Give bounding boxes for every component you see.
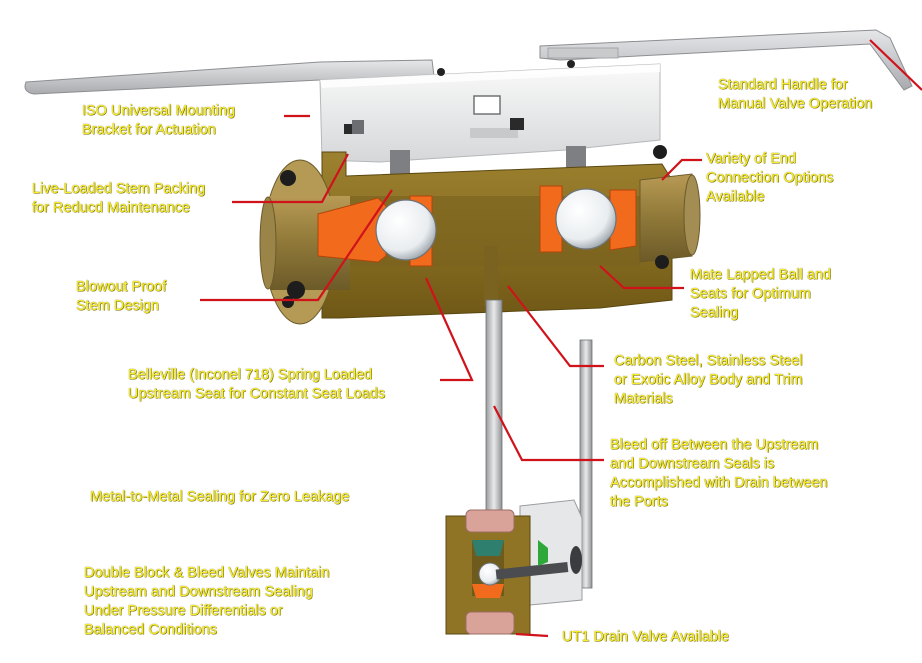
callout-double-block: Double Block & Bleed Valves Maintain Ups… bbox=[84, 564, 330, 640]
callout-line: Standard Handle for bbox=[718, 77, 848, 93]
callout-line: for Reducd Maintenance bbox=[32, 200, 190, 216]
callout-line: Sealing bbox=[690, 305, 739, 321]
callout-line: Balanced Conditions bbox=[84, 622, 218, 638]
leader-bleed-off bbox=[493, 405, 604, 462]
callout-line: Variety of End bbox=[706, 151, 797, 167]
callout-line: Bleed off Between the Upstream bbox=[610, 437, 819, 453]
callout-line: UT1 Drain Valve Available bbox=[562, 629, 730, 645]
callout-line: Double Block & Bleed Valves Maintain bbox=[84, 565, 330, 581]
callout-line: Mate Lapped Ball and bbox=[690, 267, 832, 283]
leader-blowout-stem bbox=[200, 189, 393, 302]
leader-drain-valve bbox=[515, 632, 549, 638]
callout-line: Belleville (Inconel 718) Spring Loaded bbox=[128, 367, 373, 383]
callout-line: Upstream Seat for Constant Seat Loads bbox=[128, 386, 386, 402]
callout-line: ISO Universal Mounting bbox=[82, 103, 236, 119]
callout-standard-handle: Standard Handle for Manual Valve Operati… bbox=[718, 76, 873, 114]
callout-line: Live-Loaded Stem Packing bbox=[32, 181, 206, 197]
leader-end-connection bbox=[661, 158, 702, 181]
callout-line: the Ports bbox=[610, 494, 669, 510]
callout-line: Upstream and Downstream Sealing bbox=[84, 584, 313, 600]
callout-drain-valve: UT1 Drain Valve Available bbox=[562, 628, 729, 647]
leader-standard-handle bbox=[869, 39, 922, 91]
callout-line: Accomplished with Drain between bbox=[610, 475, 828, 491]
callout-line: or Exotic Alloy Body and Trim bbox=[614, 372, 803, 388]
callout-line: Blowout Proof bbox=[76, 279, 167, 295]
callout-mate-lapped: Mate Lapped Ball and Seats for Optimum S… bbox=[690, 266, 831, 323]
leader-body-materials bbox=[507, 285, 604, 368]
drain-tube bbox=[484, 246, 503, 523]
callout-iso-bracket: ISO Universal Mounting Bracket for Actua… bbox=[82, 102, 235, 140]
callout-belleville-seat: Belleville (Inconel 718) Spring Loaded U… bbox=[128, 366, 385, 404]
callout-line: Available bbox=[706, 189, 765, 205]
callout-stem-packing: Live-Loaded Stem Packing for Reducd Main… bbox=[32, 180, 205, 218]
ball-downstream bbox=[555, 188, 617, 250]
callout-bleed-off: Bleed off Between the Upstream and Downs… bbox=[610, 436, 828, 512]
callout-blowout-stem: Blowout Proof Stem Design bbox=[76, 278, 166, 316]
leader-lines bbox=[200, 39, 922, 638]
callout-line: Seats for Optimum bbox=[690, 286, 811, 302]
handle-right bbox=[539, 29, 913, 91]
callout-body-materials: Carbon Steel, Stainless Steel or Exotic … bbox=[614, 352, 803, 409]
callout-line: Bracket for Actuation bbox=[82, 122, 216, 138]
ball-upstream bbox=[375, 199, 437, 261]
outlet-end-connection bbox=[639, 145, 701, 269]
leader-belleville bbox=[424, 277, 474, 382]
callout-line: and Downstream Seals is bbox=[610, 456, 775, 472]
callout-line: Carbon Steel, Stainless Steel bbox=[614, 353, 803, 369]
callout-line: Manual Valve Operation bbox=[718, 96, 873, 112]
handle-left bbox=[24, 59, 435, 95]
leader-stem-packing bbox=[232, 153, 349, 204]
callout-line: Connection Options bbox=[706, 170, 834, 186]
iso-mounting-bracket bbox=[319, 60, 661, 163]
callout-line: Metal-to-Metal Sealing for Zero Leakage bbox=[90, 489, 350, 505]
callout-line: Under Pressure Differentials or bbox=[84, 603, 283, 619]
callout-metal-sealing: Metal-to-Metal Sealing for Zero Leakage bbox=[90, 488, 350, 507]
leader-mate-lapped bbox=[599, 265, 684, 290]
callout-end-connection: Variety of End Connection Options Availa… bbox=[706, 150, 833, 207]
callout-line: Materials bbox=[614, 391, 673, 407]
callout-line: Stem Design bbox=[76, 298, 160, 314]
drain-valve-assembly bbox=[445, 339, 593, 635]
